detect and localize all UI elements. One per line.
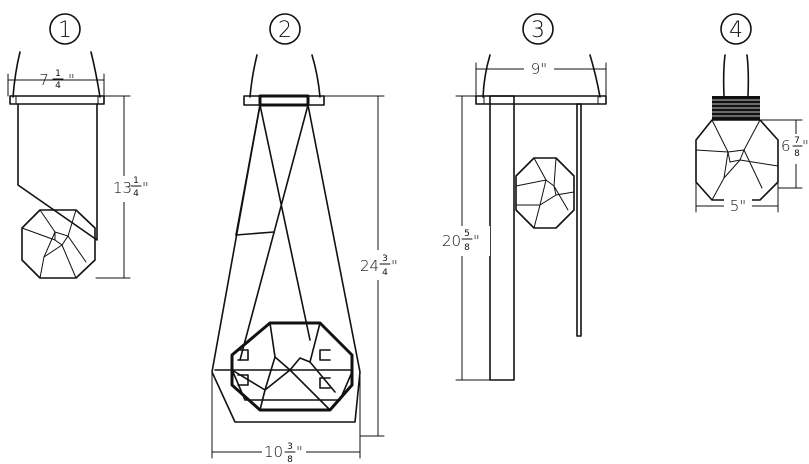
svg-text:": " [473,232,480,250]
figure-3-post [489,95,515,381]
figure-2-badge [269,13,301,45]
svg-text:": " [391,257,398,275]
figure-4-number: 4 [729,18,743,43]
figure-4: 4 5" 6 7 8 " [695,13,809,215]
figure-1-width-label: 7 [39,71,49,89]
svg-text:": " [142,179,149,197]
figure-2-arms [211,104,361,423]
svg-text:4: 4 [55,81,61,91]
figure-1-wire-left [12,51,21,98]
figure-3-rod [576,103,582,337]
svg-text:3: 3 [287,442,293,452]
figure-2-height-label: 24 [360,257,379,275]
figure-1-badge [49,13,81,45]
figure-3-globe [515,157,575,229]
figure-2: 2 24 3 4 " [211,13,408,464]
figure-1: 1 7 1 4 " 13 1 4 " [7,13,149,279]
figure-4-badge [720,13,752,45]
figure-3-badge [522,13,554,45]
figure-4-width-label: 5" [730,197,746,215]
figure-4-globe [695,119,779,201]
figure-1-height-label: 13 [113,179,132,197]
figure-2-number: 2 [278,18,292,43]
svg-text:": " [296,443,303,461]
figure-1-wire-right [90,51,101,98]
figure-3-number: 3 [531,18,545,43]
svg-text:1: 1 [55,69,61,79]
figure-1-body [17,103,98,241]
svg-text:": " [802,137,809,155]
svg-text:1: 1 [133,176,139,186]
figure-1-globe [21,209,96,279]
figure-1-number: 1 [58,18,72,43]
svg-text:8: 8 [287,455,293,464]
svg-text:8: 8 [464,243,470,253]
svg-text:5: 5 [464,229,470,239]
svg-text:7: 7 [794,136,800,146]
figure-3: 3 9" 20 5 8 " [440,13,607,381]
svg-text:": " [68,71,75,89]
svg-text:3: 3 [382,254,388,264]
svg-text:4: 4 [133,189,139,199]
svg-text:4: 4 [382,268,388,278]
figure-3-bracket [475,95,607,105]
figure-4-height-label: 6 [781,137,791,155]
figure-3-width-label: 9" [531,60,547,78]
figure-1-bracket [9,95,105,105]
figure-3-height-label: 20 [442,232,461,250]
figure-2-width-label: 10 [264,443,283,461]
svg-text:8: 8 [794,149,800,159]
